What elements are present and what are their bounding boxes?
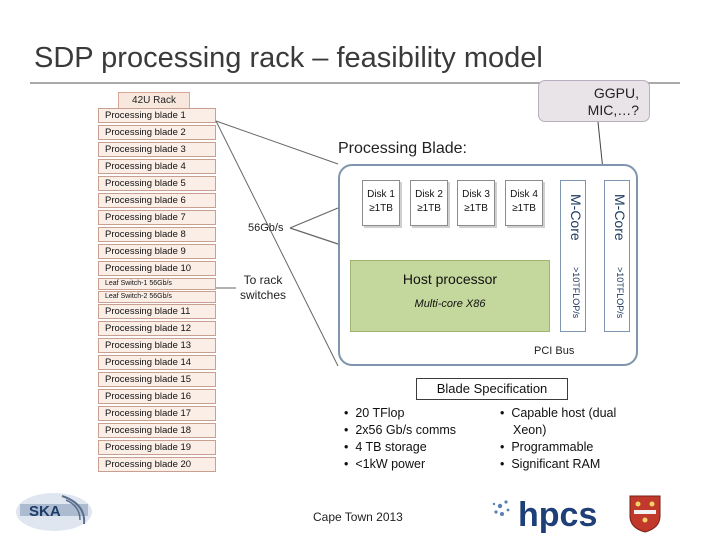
processing-blade-title: Processing Blade: [338,140,467,157]
disk-1: Disk 1 ≥1TB [362,180,400,226]
host-processor: Host processor Multi-core X86 [350,260,550,332]
crest-graphic [629,495,661,533]
spec-item: • 2x56 Gb/s comms [344,423,457,437]
hpcs-logo-graphic: hpcs [492,496,597,534]
disk-3: Disk 3 ≥1TB [457,180,495,226]
rack-blade: Processing blade 2 [98,125,216,140]
spec-list-right: • Capable host (dual Xeon) • Programmabl… [500,405,616,473]
footer-text: Cape Town 2013 [313,510,403,524]
spec-item: • Programmable [500,440,594,454]
accelerator-name: M-Core [612,193,628,241]
spec-list-left: • 20 TFlop • 2x56 Gb/s comms • 4 TB stor… [344,405,456,473]
rack-blade: Processing blade 6 [98,193,216,208]
accelerator-callout: GGPU, MIC,…? [538,80,650,122]
disk-name: Disk 4 [510,189,538,200]
host-processor-title: Host processor [402,271,498,287]
rack-blade: Processing blade 11 [98,304,216,319]
disk-4: Disk 4 ≥1TB [505,180,543,226]
disk-name: Disk 2 [415,189,443,200]
accelerator-text: M-Core >10TFLOP/s [605,181,629,331]
rack-blade: Processing blade 14 [98,355,216,370]
pci-bus-label: PCI Bus [534,345,575,357]
rack-blade: Processing blade 7 [98,210,216,225]
disk-name: Disk 1 [367,189,395,200]
rack-blade: Processing blade 8 [98,227,216,242]
rack-switch-label: To rack switches [240,273,286,303]
accelerator-1: M-Core >10TFLOP/s [560,180,586,332]
disk-size: ≥1TB [369,203,393,214]
ska-logo: SKA [14,490,94,532]
spec-item: • 4 TB storage [344,440,427,454]
disk-size: ≥1TB [417,203,441,214]
accelerator-2: M-Core >10TFLOP/s [604,180,630,332]
spec-item: • Capable host (dual [500,406,617,420]
title-divider [30,82,680,84]
accelerator-flops: >10TFLOP/s [571,266,581,319]
callout-line-2: MIC,…? [587,102,639,118]
disk-size: ≥1TB [512,203,536,214]
rack-blade: Processing blade 20 [98,457,216,472]
spec-title: Blade Specification [416,378,568,400]
leaf-switch: Leaf Switch-2 56Gb/s [98,291,216,303]
rack-blade: Processing blade 16 [98,389,216,404]
rack-blade: Processing blade 19 [98,440,216,455]
rack-blade: Processing blade 15 [98,372,216,387]
rack-blade: Processing blade 17 [98,406,216,421]
disk-2: Disk 2 ≥1TB [410,180,448,226]
spec-item: • <1kW power [344,457,426,471]
spec-item: • Significant RAM [500,457,601,471]
rack-blade: Processing blade 10 [98,261,216,276]
host-processor-subtitle: Multi-core X86 [414,298,486,310]
hpcs-logo: hpcs [488,492,610,536]
ska-logo-text: SKA [29,503,61,520]
rack-switch-line-1: To rack [243,273,283,287]
hpcs-logo-text: hpcs [518,496,597,534]
leaf-switch: Leaf Switch-1 56Gb/s [98,278,216,290]
spec-item: Xeon) [513,423,547,437]
rack-blade: Processing blade 18 [98,423,216,438]
rack-column: Processing blade 1 Processing blade 2 Pr… [98,108,216,474]
rack-blade: Processing blade 3 [98,142,216,157]
callout-line-1: GGPU, [593,85,639,101]
slide-title: SDP processing rack – feasibility model [34,42,543,74]
disk-name: Disk 3 [462,189,490,200]
accelerator-name: M-Core [568,193,584,241]
rack-blade: Processing blade 12 [98,321,216,336]
accelerator-text: M-Core >10TFLOP/s [561,181,585,331]
disk-size: ≥1TB [464,203,488,214]
rack-blade: Processing blade 9 [98,244,216,259]
accelerator-flops: >10TFLOP/s [615,266,625,319]
rack-switch-line-2: switches [240,288,287,302]
ska-logo-graphic: SKA [16,493,92,531]
rack-blade: Processing blade 5 [98,176,216,191]
rack-blade: Processing blade 1 [98,108,216,123]
link-speed-label: 56Gb/s [248,222,284,234]
cambridge-crest [628,494,662,534]
rack-blade: Processing blade 13 [98,338,216,353]
rack-blade: Processing blade 4 [98,159,216,174]
spec-item: • 20 TFlop [344,406,405,420]
